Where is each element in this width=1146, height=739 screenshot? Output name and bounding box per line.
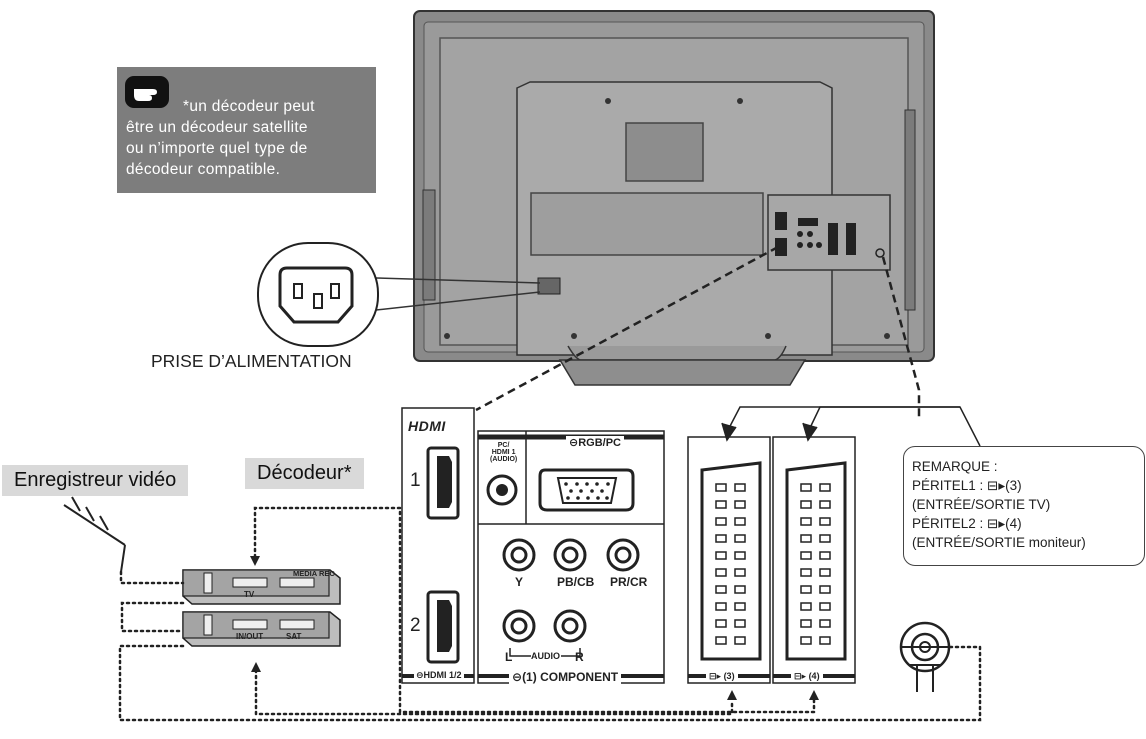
scart-pin [734, 534, 746, 543]
scart-pin [734, 483, 746, 492]
decoder-port-inout: IN/OUT [236, 632, 264, 641]
remark-box: REMARQUE : PÉRITEL1 : ⊟▸(3) (ENTRÉE/SORT… [903, 446, 1145, 566]
remark-line-2: (ENTRÉE/SORTIE TV) [912, 497, 1051, 512]
scart-pin [819, 551, 831, 560]
scart-pin [715, 619, 727, 628]
scart-pin [734, 500, 746, 509]
scart-4-text: (4) [808, 671, 820, 681]
roof-antenna [63, 496, 126, 573]
hdmi-callout-line [475, 245, 779, 412]
scart-pin [819, 602, 831, 611]
scart-pin [715, 585, 727, 594]
pc-audio-label: PC/ HDMI 1 (AUDIO) [490, 442, 517, 463]
pc-audio-line-2: HDMI 1 [491, 449, 516, 456]
pc-audio-line-3: (AUDIO) [490, 456, 518, 463]
tv-rear [413, 10, 935, 386]
remark-line-1: PÉRITEL1 : ⊟▸(3) [912, 478, 1022, 493]
scart-pin [800, 483, 812, 492]
scart-panel-right [772, 436, 856, 684]
power-socket-label: PRISE D’ALIMENTATION [151, 351, 352, 371]
audio-r-label: R [575, 650, 584, 664]
scart-pin [819, 500, 831, 509]
note-line-2: être un décodeur satellite [126, 119, 308, 136]
component-footer: ⊖(1) COMPONENT [509, 670, 622, 684]
scart-pin [715, 517, 727, 526]
scart-pin [734, 551, 746, 560]
hdmi-port-1-label: 1 [410, 470, 421, 491]
scart-pin [819, 585, 831, 594]
scart-pin [800, 534, 812, 543]
scart-arrows [721, 406, 981, 447]
scart-pin [800, 551, 812, 560]
component-footer-text: (1) COMPONENT [522, 670, 619, 684]
scart-3-footer: ⊟▸ (3) [706, 671, 738, 682]
decoder-label: Décodeur* [245, 458, 364, 489]
recorder-box [182, 569, 341, 605]
scart-pin [819, 619, 831, 628]
scart-pin [800, 585, 812, 594]
scart-pin [734, 585, 746, 594]
audio-l-label: L [505, 650, 513, 664]
scart-panel-left [687, 436, 771, 684]
hdmi-port-2-label: 2 [410, 615, 421, 636]
rgb-pc-label: ⊖RGB/PC [566, 436, 624, 449]
remark-title: REMARQUE : [912, 459, 998, 474]
note-line-4: décodeur compatible. [126, 161, 281, 178]
hdmi-logo: HDMI [408, 418, 446, 434]
scart-pin [715, 483, 727, 492]
remark-line-3: PÉRITEL2 : ⊟▸(4) [912, 516, 1022, 531]
scart-pin [734, 517, 746, 526]
scart-pin [800, 619, 812, 628]
scart-pin [819, 568, 831, 577]
recorder-port-media-rec: MEDIA REC [293, 569, 335, 578]
note-line-1: *un décodeur peut [183, 98, 315, 115]
remark-line-4: (ENTRÉE/SORTIE moniteur) [912, 535, 1086, 550]
audio-label: AUDIO [531, 651, 560, 661]
hdmi-footer-text: HDMI 1/2 [423, 670, 462, 680]
scart-pin [715, 568, 727, 577]
scart-pin [800, 602, 812, 611]
pb-cb-label: PB/CB [557, 575, 595, 589]
hdmi-panel [401, 407, 475, 684]
scart-pin [734, 568, 746, 577]
rca-jacks [502, 538, 640, 643]
rgb-pc-text: RGB/PC [578, 437, 621, 449]
scart-pin [819, 517, 831, 526]
pointing-hand-icon [125, 76, 169, 108]
scart-pin [800, 568, 812, 577]
note-line-3: ou n’importe quel type de [126, 140, 308, 157]
scart-pin [715, 500, 727, 509]
scart-pin [715, 636, 727, 645]
antenna-socket [899, 621, 951, 692]
scart-pin [819, 636, 831, 645]
scart-pin [715, 551, 727, 560]
power-socket-callout [257, 242, 541, 347]
scart-pin [800, 636, 812, 645]
scart-pins [715, 483, 831, 645]
recorder-port-tv: TV [244, 590, 255, 599]
decoder-port-sat: SAT [286, 632, 302, 641]
recorder-label: Enregistreur vidéo [2, 465, 189, 496]
scart-pin [800, 500, 812, 509]
scart-pin [734, 602, 746, 611]
scart-pin [734, 636, 746, 645]
scart-pin [715, 534, 727, 543]
scart-3-text: (3) [723, 671, 735, 681]
scart-pin [800, 517, 812, 526]
scart-pin [819, 483, 831, 492]
cable-arrowheads [250, 556, 819, 700]
pr-cr-label: PR/CR [610, 575, 648, 589]
dotted-cables [118, 506, 982, 722]
hdmi-panel-footer: ⊖HDMI 1/2 [414, 670, 464, 681]
scart-callout-line [881, 256, 921, 420]
decoder-box [182, 611, 341, 647]
scart-pin [715, 602, 727, 611]
pc-audio-line-1: PC/ [497, 442, 510, 449]
av-panel [477, 430, 665, 684]
scart-4-footer: ⊟▸ (4) [791, 671, 823, 682]
scart-pin [819, 534, 831, 543]
decoder-note: *un décodeur peut être un décodeur satel… [117, 67, 376, 193]
y-label: Y [515, 575, 524, 589]
scart-pin [734, 619, 746, 628]
